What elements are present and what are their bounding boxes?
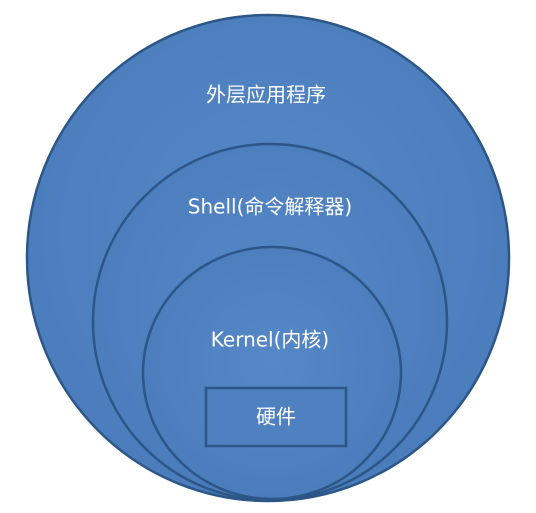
outer-layer-label: 外层应用程序 [206, 83, 326, 107]
kernel-layer-circle [141, 245, 403, 501]
hardware-label: 硬件 [256, 405, 296, 429]
kernel-layer-label: Kernel(内核) [211, 328, 329, 352]
hardware-box [204, 386, 348, 448]
shell-layer-label: Shell(命令解释器) [188, 195, 352, 219]
